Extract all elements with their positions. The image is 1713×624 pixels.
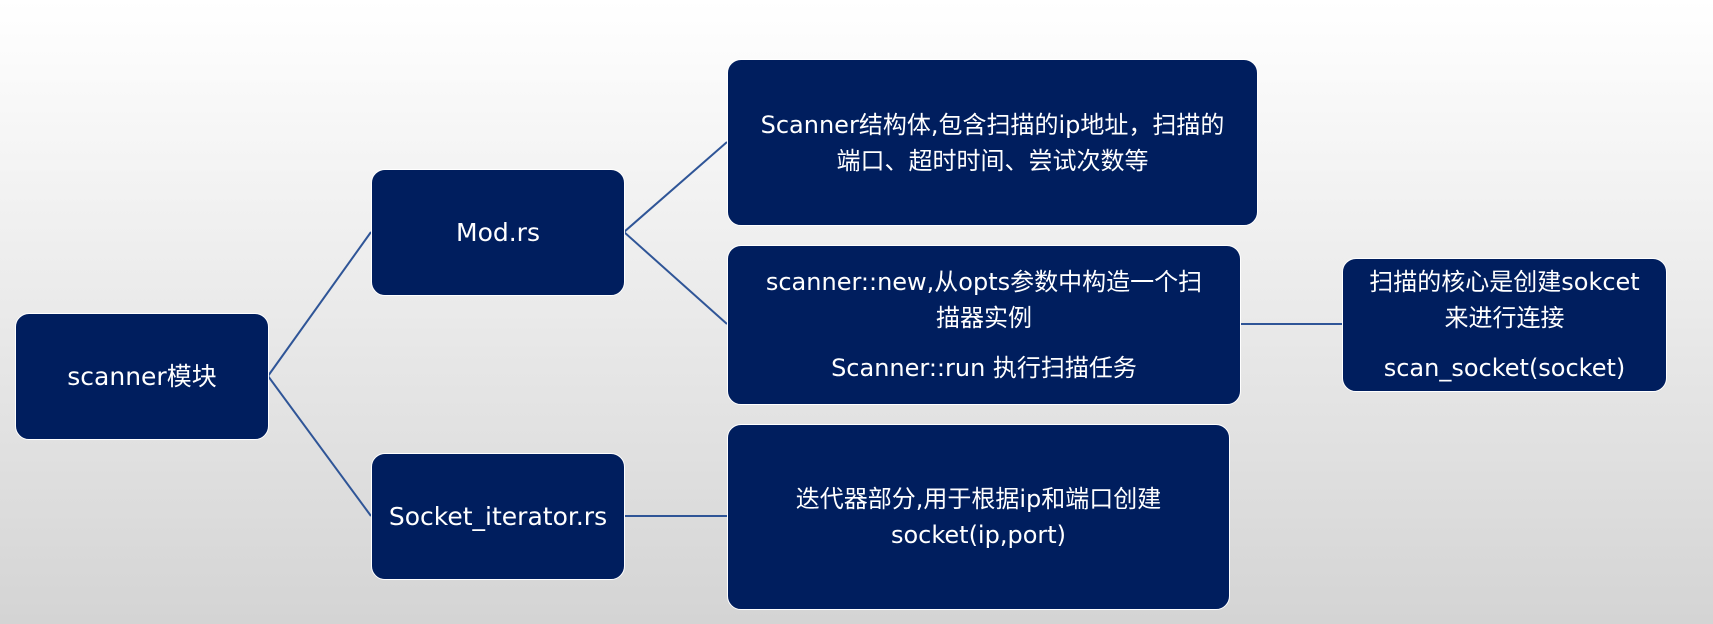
- scanner-methods-line-3: Scanner::run 执行扫描任务: [831, 354, 1137, 382]
- scan-core-node: 扫描的核心是创建sokcet 来进行连接 scan_socket(socket): [1342, 258, 1667, 392]
- mod-rs-node: Mod.rs: [371, 169, 625, 296]
- scan-core-line-2: 来进行连接: [1444, 304, 1565, 332]
- socket-iterator-node: Socket_iterator.rs: [371, 453, 625, 580]
- scanner-methods-line-2: 描器实例: [936, 304, 1032, 332]
- connector-mod-to-methods: [623, 231, 728, 325]
- scanner-methods-node: scanner::new,从opts参数中构造一个扫 描器实例 Scanner:…: [727, 245, 1241, 405]
- root-node-label: scanner模块: [67, 361, 217, 391]
- mod-rs-node-label: Mod.rs: [456, 217, 540, 247]
- scanner-struct-line-1: Scanner结构体,包含扫描的ip地址，扫描的: [760, 110, 1225, 139]
- connector-mod-to-struct: [623, 141, 728, 233]
- root-node: scanner模块: [15, 313, 269, 440]
- iterator-desc-line-2: socket(ip,port): [890, 521, 1067, 549]
- scanner-struct-node: Scanner结构体,包含扫描的ip地址，扫描的 端口、超时时间、尝试次数等: [727, 59, 1258, 226]
- scanner-methods-line-1: scanner::new,从opts参数中构造一个扫: [765, 268, 1203, 296]
- socket-iterator-node-label: Socket_iterator.rs: [388, 501, 608, 531]
- connector-root-to-socket-iterator: [267, 375, 372, 517]
- iterator-desc-node: 迭代器部分,用于根据ip和端口创建 socket(ip,port): [727, 424, 1230, 610]
- scan-core-line-3: scan_socket(socket): [1383, 354, 1626, 382]
- scanner-struct-line-2: 端口、超时时间、尝试次数等: [836, 146, 1149, 175]
- iterator-desc-line-1: 迭代器部分,用于根据ip和端口创建: [795, 485, 1162, 513]
- connector-root-to-mod: [267, 231, 372, 377]
- scan-core-line-1: 扫描的核心是创建sokcet: [1369, 268, 1640, 296]
